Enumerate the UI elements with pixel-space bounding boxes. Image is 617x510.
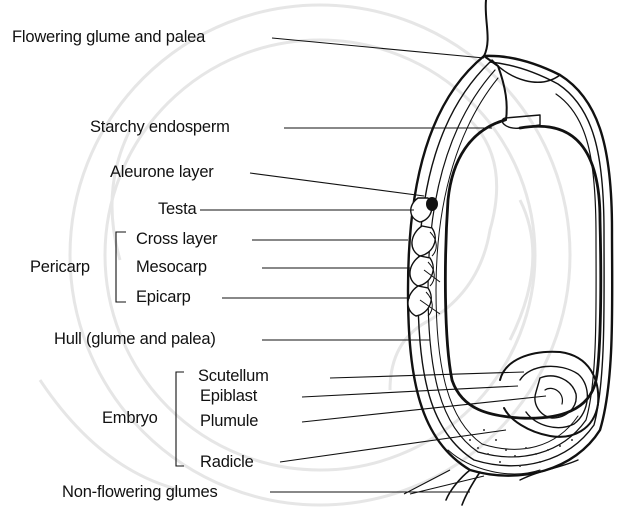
label-epicarp: Epicarp bbox=[136, 289, 191, 306]
label-flowering-glume: Flowering glume and palea bbox=[12, 29, 205, 46]
label-radicle: Radicle bbox=[200, 454, 254, 471]
label-hull: Hull (glume and palea) bbox=[54, 331, 216, 348]
label-testa: Testa bbox=[158, 201, 196, 218]
label-aleurone-layer: Aleurone layer bbox=[110, 164, 214, 181]
label-embryo: Embryo bbox=[102, 410, 158, 427]
label-epiblast: Epiblast bbox=[200, 388, 257, 405]
label-mesocarp: Mesocarp bbox=[136, 259, 207, 276]
label-starchy-endosperm: Starchy endosperm bbox=[90, 119, 230, 136]
label-pericarp: Pericarp bbox=[30, 259, 90, 276]
label-scutellum: Scutellum bbox=[198, 368, 269, 385]
label-cross-layer: Cross layer bbox=[136, 231, 217, 248]
label-non-flowering-glumes: Non-flowering glumes bbox=[62, 484, 218, 501]
label-plumule: Plumule bbox=[200, 413, 258, 430]
